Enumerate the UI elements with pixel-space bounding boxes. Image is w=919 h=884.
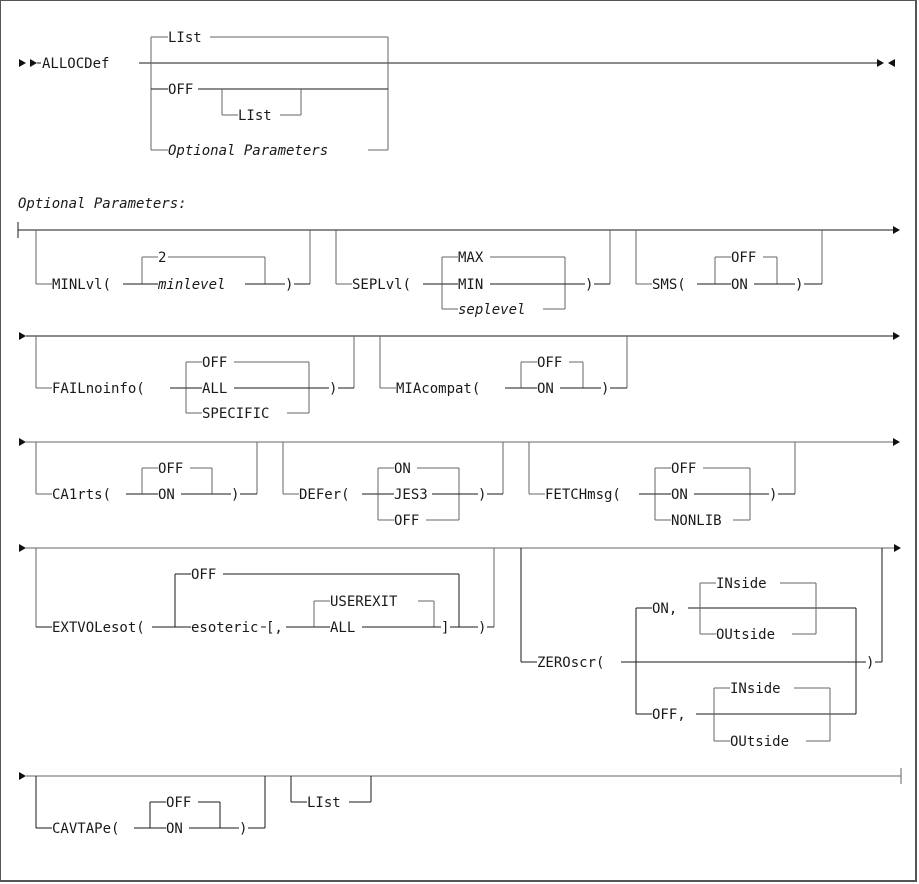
option-on: ON: [731, 277, 748, 293]
keyword-cavtape: CAVTAPe(: [52, 821, 119, 837]
keyword-fetchmsg: FETCHmsg(: [545, 487, 621, 503]
variable-minlevel: minlevel: [157, 277, 225, 293]
row-1: MINLvl( 2 minlevel ) SEPLvl( MAX: [17, 222, 900, 318]
close-paren: ): [285, 277, 293, 293]
option-min: MIN: [458, 277, 483, 293]
param-defer: DEFer( ON JES3 OFF ): [282, 442, 504, 529]
option-on: ON: [166, 821, 183, 837]
option-specific: SPECIFIC: [202, 406, 269, 422]
close-paren: ): [769, 487, 777, 503]
option-on: ON: [671, 487, 688, 503]
main-option-off: OFF: [168, 82, 193, 98]
param-failnoinfo: FAILnoinfo( OFF ALL SPECIFIC ): [35, 336, 355, 422]
param-zeroscr: ZEROscr( ) ON, INside OUtside OFF, I: [520, 548, 883, 750]
param-fetchmsg: FETCHmsg( OFF ON NONLIB ): [528, 442, 796, 529]
close-paren: ): [239, 821, 247, 837]
close-paren: ): [478, 620, 486, 636]
option-off: OFF,: [652, 707, 686, 723]
option-off: OFF: [202, 355, 227, 371]
row-4: EXTVOLesot( OFF esoteric [, USEREXIT ALL…: [19, 544, 901, 750]
option-off-outside: OUtside: [730, 734, 789, 750]
end-arrow-icon: [888, 59, 895, 67]
param-sms: SMS( OFF ON ): [635, 230, 823, 293]
keyword-defer: DEFer(: [299, 487, 350, 503]
option-jes3: JES3: [394, 487, 428, 503]
close-paren: ): [601, 381, 609, 397]
default-minlvl: 2: [158, 250, 166, 266]
option-off: OFF: [191, 567, 216, 583]
option-off: OFF: [394, 513, 419, 529]
param-cavtape: CAVTAPe( OFF ON ): [35, 776, 266, 837]
continue-arrow-icon: [19, 544, 26, 552]
continue-arrow-icon: [894, 544, 901, 552]
param-seplvl: SEPLvl( MAX MIN seplevel ): [335, 230, 611, 318]
option-on: ON: [537, 381, 554, 397]
param-extvolesot: EXTVOLesot( OFF esoteric [, USEREXIT ALL…: [35, 548, 495, 636]
option-on-inside: INside: [716, 576, 767, 592]
bracket-open: [,: [266, 620, 283, 636]
param-list: LIst: [290, 776, 372, 811]
option-userexit: USEREXIT: [330, 594, 398, 610]
close-paren: ): [478, 487, 486, 503]
option-all: ALL: [202, 381, 227, 397]
continue-arrow-icon: [893, 332, 900, 340]
option-off: OFF: [158, 461, 183, 477]
close-paren: ): [585, 277, 593, 293]
keyword-zeroscr: ZEROscr(: [537, 655, 604, 671]
row-3: CA1rts( OFF ON ) DEFer( ON JE: [19, 438, 900, 529]
keyword-minlvl: MINLvl(: [52, 277, 111, 293]
keyword-miacompat: MIAcompat(: [396, 381, 480, 397]
close-paren: ): [795, 277, 803, 293]
keyword-list: LIst: [307, 795, 341, 811]
option-on: ON: [394, 461, 411, 477]
main-option-off-list: LIst: [238, 108, 272, 124]
keyword-failnoinfo: FAILnoinfo(: [52, 381, 145, 397]
section-title-optional-parameters: Optional Parameters:: [18, 196, 187, 212]
param-minlvl: MINLvl( 2 minlevel ): [35, 230, 311, 293]
close-paren: ): [866, 655, 874, 671]
option-on: ON,: [652, 601, 677, 617]
option-nonlib: NONLIB: [671, 513, 722, 529]
main-option-list: LIst: [168, 30, 202, 46]
start-arrow-icon: [30, 59, 37, 67]
continue-arrow-icon: [893, 438, 900, 446]
option-on-outside: OUtside: [716, 627, 775, 643]
option-on: ON: [158, 487, 175, 503]
variable-seplevel: seplevel: [458, 302, 525, 318]
variable-esoteric: esoteric: [191, 620, 258, 636]
close-paren: ): [329, 381, 337, 397]
option-off-inside: INside: [730, 681, 781, 697]
end-arrow-icon: [877, 59, 884, 67]
param-miacompat: MIAcompat( OFF ON ): [379, 336, 628, 397]
row-5: CAVTAPe( OFF ON ) LIst: [19, 768, 902, 837]
option-max: MAX: [458, 250, 484, 266]
row-2: FAILnoinfo( OFF ALL SPECIFIC ) MIAcompat…: [19, 332, 900, 422]
option-off: OFF: [671, 461, 696, 477]
main-syntax-line: ALLOCDef LIst OFF LIst Optional Paramete…: [19, 30, 895, 159]
keyword-seplvl: SEPLvl(: [352, 277, 411, 293]
option-off: OFF: [166, 795, 191, 811]
continue-arrow-icon: [19, 772, 26, 780]
option-off: OFF: [731, 250, 756, 266]
close-paren: ): [231, 487, 239, 503]
start-arrow-icon: [19, 59, 26, 67]
continue-arrow-icon: [19, 332, 26, 340]
keyword-sms: SMS(: [652, 277, 686, 293]
param-calrts: CA1rts( OFF ON ): [35, 442, 258, 503]
main-option-optional-parameters: Optional Parameters: [168, 143, 328, 159]
option-all: ALL: [330, 620, 355, 636]
bracket-close: ]: [441, 620, 449, 636]
option-off: OFF: [537, 355, 562, 371]
keyword-calrts: CA1rts(: [52, 487, 111, 503]
continue-arrow-icon: [19, 438, 26, 446]
continue-arrow-icon: [893, 226, 900, 234]
command-allocdef: ALLOCDef: [42, 56, 109, 72]
keyword-extvolesot: EXTVOLesot(: [52, 620, 145, 636]
